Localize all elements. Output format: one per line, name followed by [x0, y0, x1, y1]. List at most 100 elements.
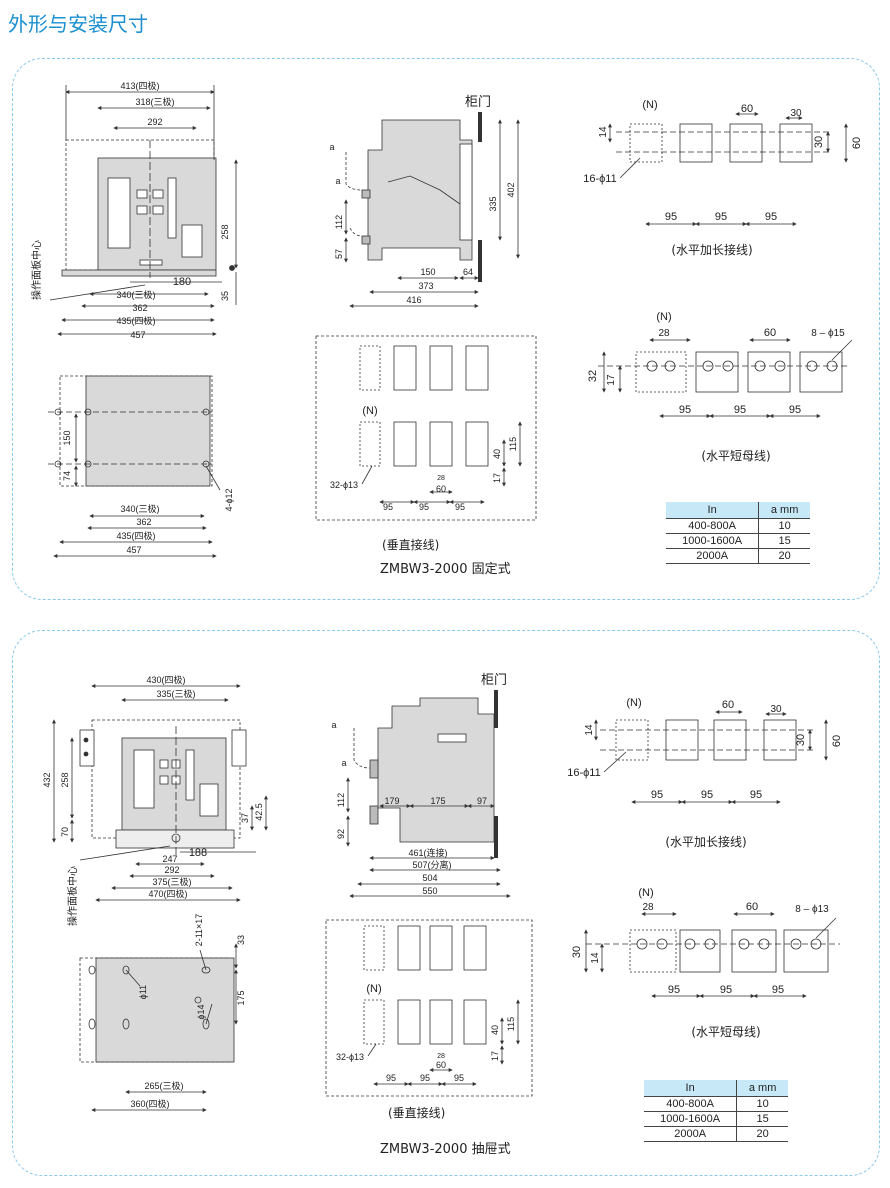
dim: 95	[386, 1073, 396, 1083]
dim: 28	[437, 475, 445, 482]
dim: 265(三极)	[144, 1080, 183, 1091]
drawout-front-labels: 430(四极) 335(三极) 432 258 70 37 42.5 188 2…	[42, 674, 264, 926]
dim: 32-ϕ13	[330, 480, 358, 490]
dim: 435(四极)	[116, 530, 155, 541]
dim: 14	[584, 724, 595, 736]
fixed-hext-view	[608, 112, 848, 226]
table-header: In	[666, 502, 760, 519]
table-cell: 2000A	[666, 548, 760, 564]
dim: 373	[418, 281, 433, 291]
dim: 17	[490, 1051, 500, 1061]
dim: 504	[422, 873, 437, 883]
dim: 95	[679, 404, 691, 416]
dim: 28	[642, 902, 654, 913]
dim: 318(三极)	[135, 96, 174, 107]
fixed-side-labels: 柜门 a a 335 402 112 57 150 64 373 416	[329, 95, 516, 305]
dim: 8 – ϕ15	[811, 328, 845, 339]
vertical-caption: (垂直接线)	[388, 1106, 446, 1120]
dim: 30	[795, 734, 807, 746]
dim: 2-11×17	[194, 914, 204, 947]
dim: 258	[220, 224, 230, 239]
n-label: (N)	[642, 99, 657, 111]
dim: 457	[126, 545, 141, 555]
drawout-side-labels: 柜门 a a 112 92 179 175 97 461(连接) 507(分离)…	[331, 673, 507, 896]
fixed-mount-labels: 150 74 4-ϕ12 340(三极) 362 435(四极) 457	[62, 430, 234, 555]
dim: 340(三极)	[120, 503, 159, 514]
dim: 14	[598, 126, 609, 138]
drawout-mount-labels: 2-11×17 33 ϕ11 175 ϕ14 265(三极) 360(四极)	[130, 914, 246, 1109]
dim: 37	[240, 813, 250, 823]
dim: 362	[136, 517, 151, 527]
dim: 95	[720, 984, 732, 996]
dim: 60	[741, 103, 753, 115]
dim: 258	[60, 772, 70, 787]
dim: 430(四极)	[146, 674, 185, 685]
a-label: a	[335, 176, 340, 186]
dim: 95	[750, 789, 762, 801]
n-label: (N)	[638, 887, 653, 899]
table-cell: 10	[758, 518, 810, 534]
page-title: 外形与安装尺寸	[8, 12, 148, 36]
table-cell: 1000-1600A	[666, 533, 760, 549]
dim: 362	[132, 303, 147, 313]
dim: 150	[62, 430, 72, 445]
dim: 95	[701, 789, 713, 801]
dim: 30	[571, 946, 583, 958]
fixed-model-caption: ZMBW3-2000 固定式	[380, 562, 511, 577]
fixed-mount-view	[48, 375, 221, 558]
dim: 432	[42, 772, 52, 787]
dim: 292	[147, 117, 162, 127]
dim: 33	[236, 935, 246, 945]
hshort-caption: (水平短母线)	[691, 1025, 760, 1039]
table-cell: 20	[736, 1126, 788, 1142]
dim: 247	[162, 854, 177, 864]
dim: 188	[189, 847, 207, 859]
dim: 112	[334, 215, 344, 229]
dim: 70	[60, 827, 70, 837]
dim: 175	[236, 990, 246, 1005]
drawout-vertical-labels: (N) 32-ϕ13 40 115 17 28 60 95 95 95	[336, 983, 516, 1083]
dim: 74	[62, 471, 72, 481]
dim: 375(三极)	[152, 876, 191, 887]
dim: 95	[419, 502, 429, 512]
dim: 335	[488, 196, 498, 211]
dim: 60	[746, 901, 758, 913]
table-cell: 15	[758, 533, 810, 549]
a-label: a	[341, 758, 346, 768]
fixed-side-view	[344, 112, 520, 308]
dim: ϕ11	[138, 985, 148, 999]
dim: 92	[336, 829, 346, 839]
table-cell: 400-800A	[644, 1096, 738, 1112]
dim: 16-ϕ11	[567, 767, 600, 779]
dim: 416	[406, 295, 421, 305]
dim: 35	[220, 291, 230, 301]
dim: 457	[130, 330, 145, 340]
dim: 95	[765, 211, 777, 223]
fixed-hshort-view	[598, 338, 853, 418]
dim: 40	[490, 1025, 500, 1035]
dim: 340(三极)	[116, 289, 155, 300]
dim: 30	[770, 704, 782, 715]
dim: 60	[831, 735, 843, 747]
hext-caption: (水平加长接线)	[665, 834, 746, 849]
fixed-front-labels: 413(四极) 318(三极) 292 258 180 35 340(三极) 3…	[30, 80, 230, 340]
dim: 40	[492, 449, 502, 459]
dim: 60	[436, 484, 446, 494]
a-label: a	[331, 720, 336, 730]
dim: 335(三极)	[156, 688, 195, 699]
dim: 14	[590, 952, 601, 964]
cabinet-door-label: 柜门	[465, 95, 491, 110]
dim: 95	[772, 984, 784, 996]
dim: 175	[430, 796, 445, 806]
fixed-type-panel	[12, 58, 880, 600]
table-header-row: In a mm	[644, 1080, 788, 1097]
fixed-hshort-labels: (N) 28 60 8 – ϕ15 32 17 95 95 95 (水平短母线)	[587, 311, 845, 463]
